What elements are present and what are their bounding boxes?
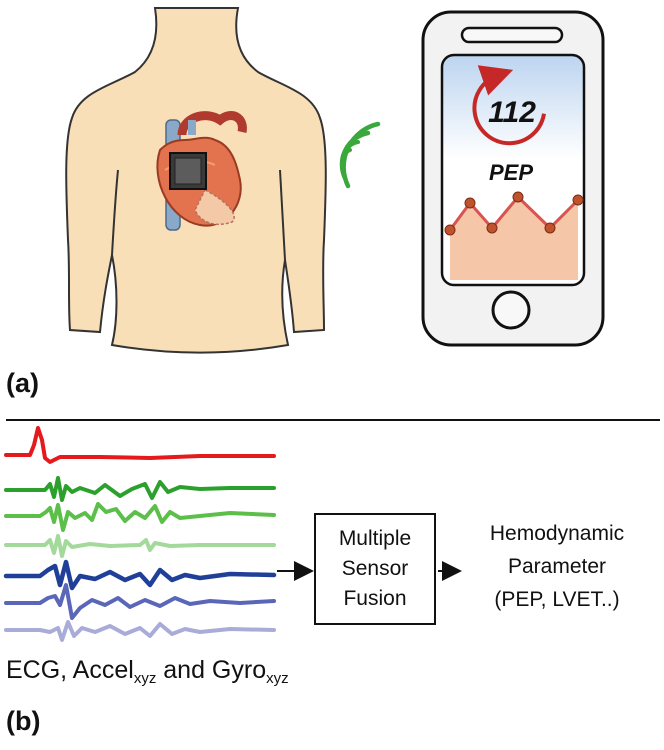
gyro-x-trace	[3, 559, 277, 591]
wireless-signal-icon	[339, 121, 381, 189]
output-parameter-text: Hemodynamic Parameter (PEP, LVET..)	[452, 517, 662, 616]
fusion-line-3: Fusion	[343, 587, 407, 610]
pep-trend-chart	[444, 191, 584, 280]
output-line-3: (PEP, LVET..)	[494, 588, 620, 611]
output-line-2: Parameter	[507, 555, 607, 578]
output-line-1: Hemodynamic	[489, 522, 625, 545]
panel-b-label: (b)	[6, 706, 41, 736]
accel-y-trace	[4, 502, 276, 532]
accel-z-trace	[4, 534, 276, 558]
accel-x-trace	[4, 476, 276, 502]
phone-metric: PEP	[489, 160, 533, 185]
phone-value: 112	[488, 96, 536, 129]
caption-sub-2: xyz	[266, 670, 289, 687]
signal-traces	[3, 426, 277, 642]
panel-a-label: (a)	[6, 368, 39, 398]
signals-caption: ECG, Accelxyz and Gyroxyz	[6, 656, 289, 687]
caption-part-1: ECG, Accel	[6, 656, 134, 684]
ecg-trace	[4, 426, 276, 464]
fusion-line-2: Sensor	[341, 557, 409, 580]
sensor-fusion-box: Multiple Sensor Fusion	[314, 513, 436, 625]
refresh-arrow-icon	[472, 65, 546, 146]
fusion-line-1: Multiple	[338, 527, 412, 550]
sensor-chip	[169, 152, 207, 190]
gyro-y-trace	[4, 583, 276, 620]
caption-part-2: and Gyro	[156, 656, 267, 684]
caption-sub-1: xyz	[133, 670, 157, 687]
gyro-z-trace	[4, 620, 276, 642]
